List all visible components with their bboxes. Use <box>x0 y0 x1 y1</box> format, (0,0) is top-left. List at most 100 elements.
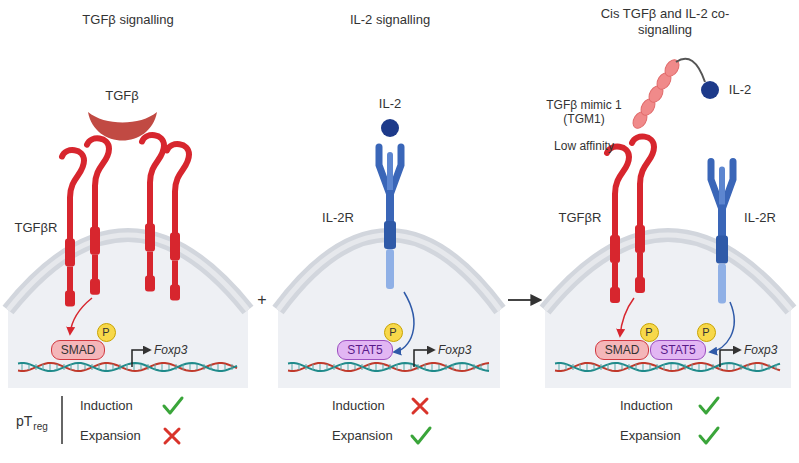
receptor-label: TGFβR <box>559 210 602 226</box>
panel-title: IL-2 signalling <box>350 12 430 28</box>
dna-rung <box>155 364 156 370</box>
check-mark <box>164 398 182 413</box>
dna-rung <box>225 364 226 370</box>
node-text: P <box>389 327 396 338</box>
dna-rung <box>232 364 233 370</box>
receptor-label: IL-2R <box>322 210 354 226</box>
dna-rung <box>692 364 693 370</box>
dna-rung <box>29 364 30 370</box>
dna-rung <box>566 364 567 370</box>
cross-mark <box>165 429 179 443</box>
transcription-arrow <box>414 350 434 367</box>
dna-rung <box>355 364 356 370</box>
dna-rung <box>204 364 205 370</box>
cell-membrane <box>8 235 248 310</box>
dna-rung <box>488 364 489 370</box>
tgfb-receptor <box>87 138 109 228</box>
protein-box: SMAD <box>51 340 106 360</box>
dna-rung <box>671 364 672 370</box>
dna-strand <box>18 363 237 371</box>
dna-rung <box>127 364 128 370</box>
plus-sign: + <box>257 290 266 309</box>
dna-rung <box>650 364 651 370</box>
dna-rung <box>481 364 482 370</box>
dna-strand <box>555 363 780 371</box>
tgfb-receptor-tail <box>637 253 643 279</box>
tgfb-receptor-tm <box>145 224 155 252</box>
il2-receptor-arm <box>390 147 401 195</box>
transcription-arrow <box>720 350 740 367</box>
dna-rung <box>120 364 121 370</box>
tgfb-receptor-tail <box>67 267 73 293</box>
dna-rung <box>615 364 616 370</box>
il2-ligand <box>701 81 719 99</box>
dna-rung <box>706 364 707 370</box>
tgfb-receptor-tm <box>65 239 75 267</box>
dna-rung <box>678 364 679 370</box>
phospho-circle: P <box>697 323 716 342</box>
dna-rung <box>348 364 349 370</box>
tgfb-receptor <box>607 147 629 237</box>
dna-rung <box>306 364 307 370</box>
node-text: STAT5 <box>660 344 696 356</box>
tgfb-receptor <box>142 135 164 225</box>
il2-receptor-arm <box>711 161 722 209</box>
dna-rung <box>629 364 630 370</box>
il2-receptor-tail <box>718 263 726 303</box>
cell-type-label: pT <box>16 413 32 430</box>
cell-membrane-inner <box>8 235 248 310</box>
node-text: P <box>645 327 652 338</box>
phospho-circle: P <box>384 323 403 342</box>
dna-rung <box>734 364 735 370</box>
panel-title: Cis TGFβ and IL-2 co-signalling <box>599 6 731 37</box>
outcome-label: Induction <box>80 398 133 414</box>
il2-receptor-arm <box>719 169 725 209</box>
phospho-circle: P <box>97 323 116 342</box>
dna-rung <box>292 364 293 370</box>
dna-rung <box>22 364 23 370</box>
il2-ligand <box>381 119 399 137</box>
tgfb-receptor-kinase <box>65 291 75 307</box>
dna-rung <box>685 364 686 370</box>
dna-rung <box>601 364 602 370</box>
dna-rung <box>594 364 595 370</box>
panel-arrow <box>508 299 540 301</box>
tgfb-receptor <box>632 136 654 226</box>
dna-rung <box>141 364 142 370</box>
cell-body <box>545 235 791 388</box>
transcription-arrow <box>132 350 150 367</box>
dna-rung <box>43 364 44 370</box>
dna-rung <box>769 364 770 370</box>
dna-rung <box>559 364 560 370</box>
check-mark <box>700 428 718 443</box>
bracket <box>61 396 63 444</box>
dna-rung <box>460 364 461 370</box>
dna-rung <box>411 364 412 370</box>
il2-receptor-arm <box>722 161 733 209</box>
tgfb-receptor-kinase <box>170 285 180 301</box>
panel-title: TGFβ signalling <box>82 12 173 28</box>
il2-receptor-stalk <box>718 204 726 237</box>
dna-rung <box>134 364 135 370</box>
tgfb-receptor <box>167 144 189 234</box>
dna-rung <box>664 364 665 370</box>
tgfb-receptor-tail <box>92 255 98 281</box>
node-text: P <box>702 327 709 338</box>
dna-rung <box>425 364 426 370</box>
tgfb-receptor-tm <box>90 227 100 255</box>
signal-arrow <box>70 298 92 334</box>
dna-rung <box>755 364 756 370</box>
tgfb-receptor-kinase <box>145 276 155 292</box>
il2-receptor-stalk <box>386 190 394 223</box>
dna-rung <box>313 364 314 370</box>
dna-rung <box>183 364 184 370</box>
check-mark <box>700 398 718 413</box>
tgfb-receptor-tm <box>610 235 620 263</box>
dna-strand <box>18 363 237 371</box>
cell-membrane-inner <box>545 235 791 310</box>
node-text: P <box>102 327 109 338</box>
gene-label: Foxp3 <box>438 343 471 357</box>
dna-rung <box>50 364 51 370</box>
